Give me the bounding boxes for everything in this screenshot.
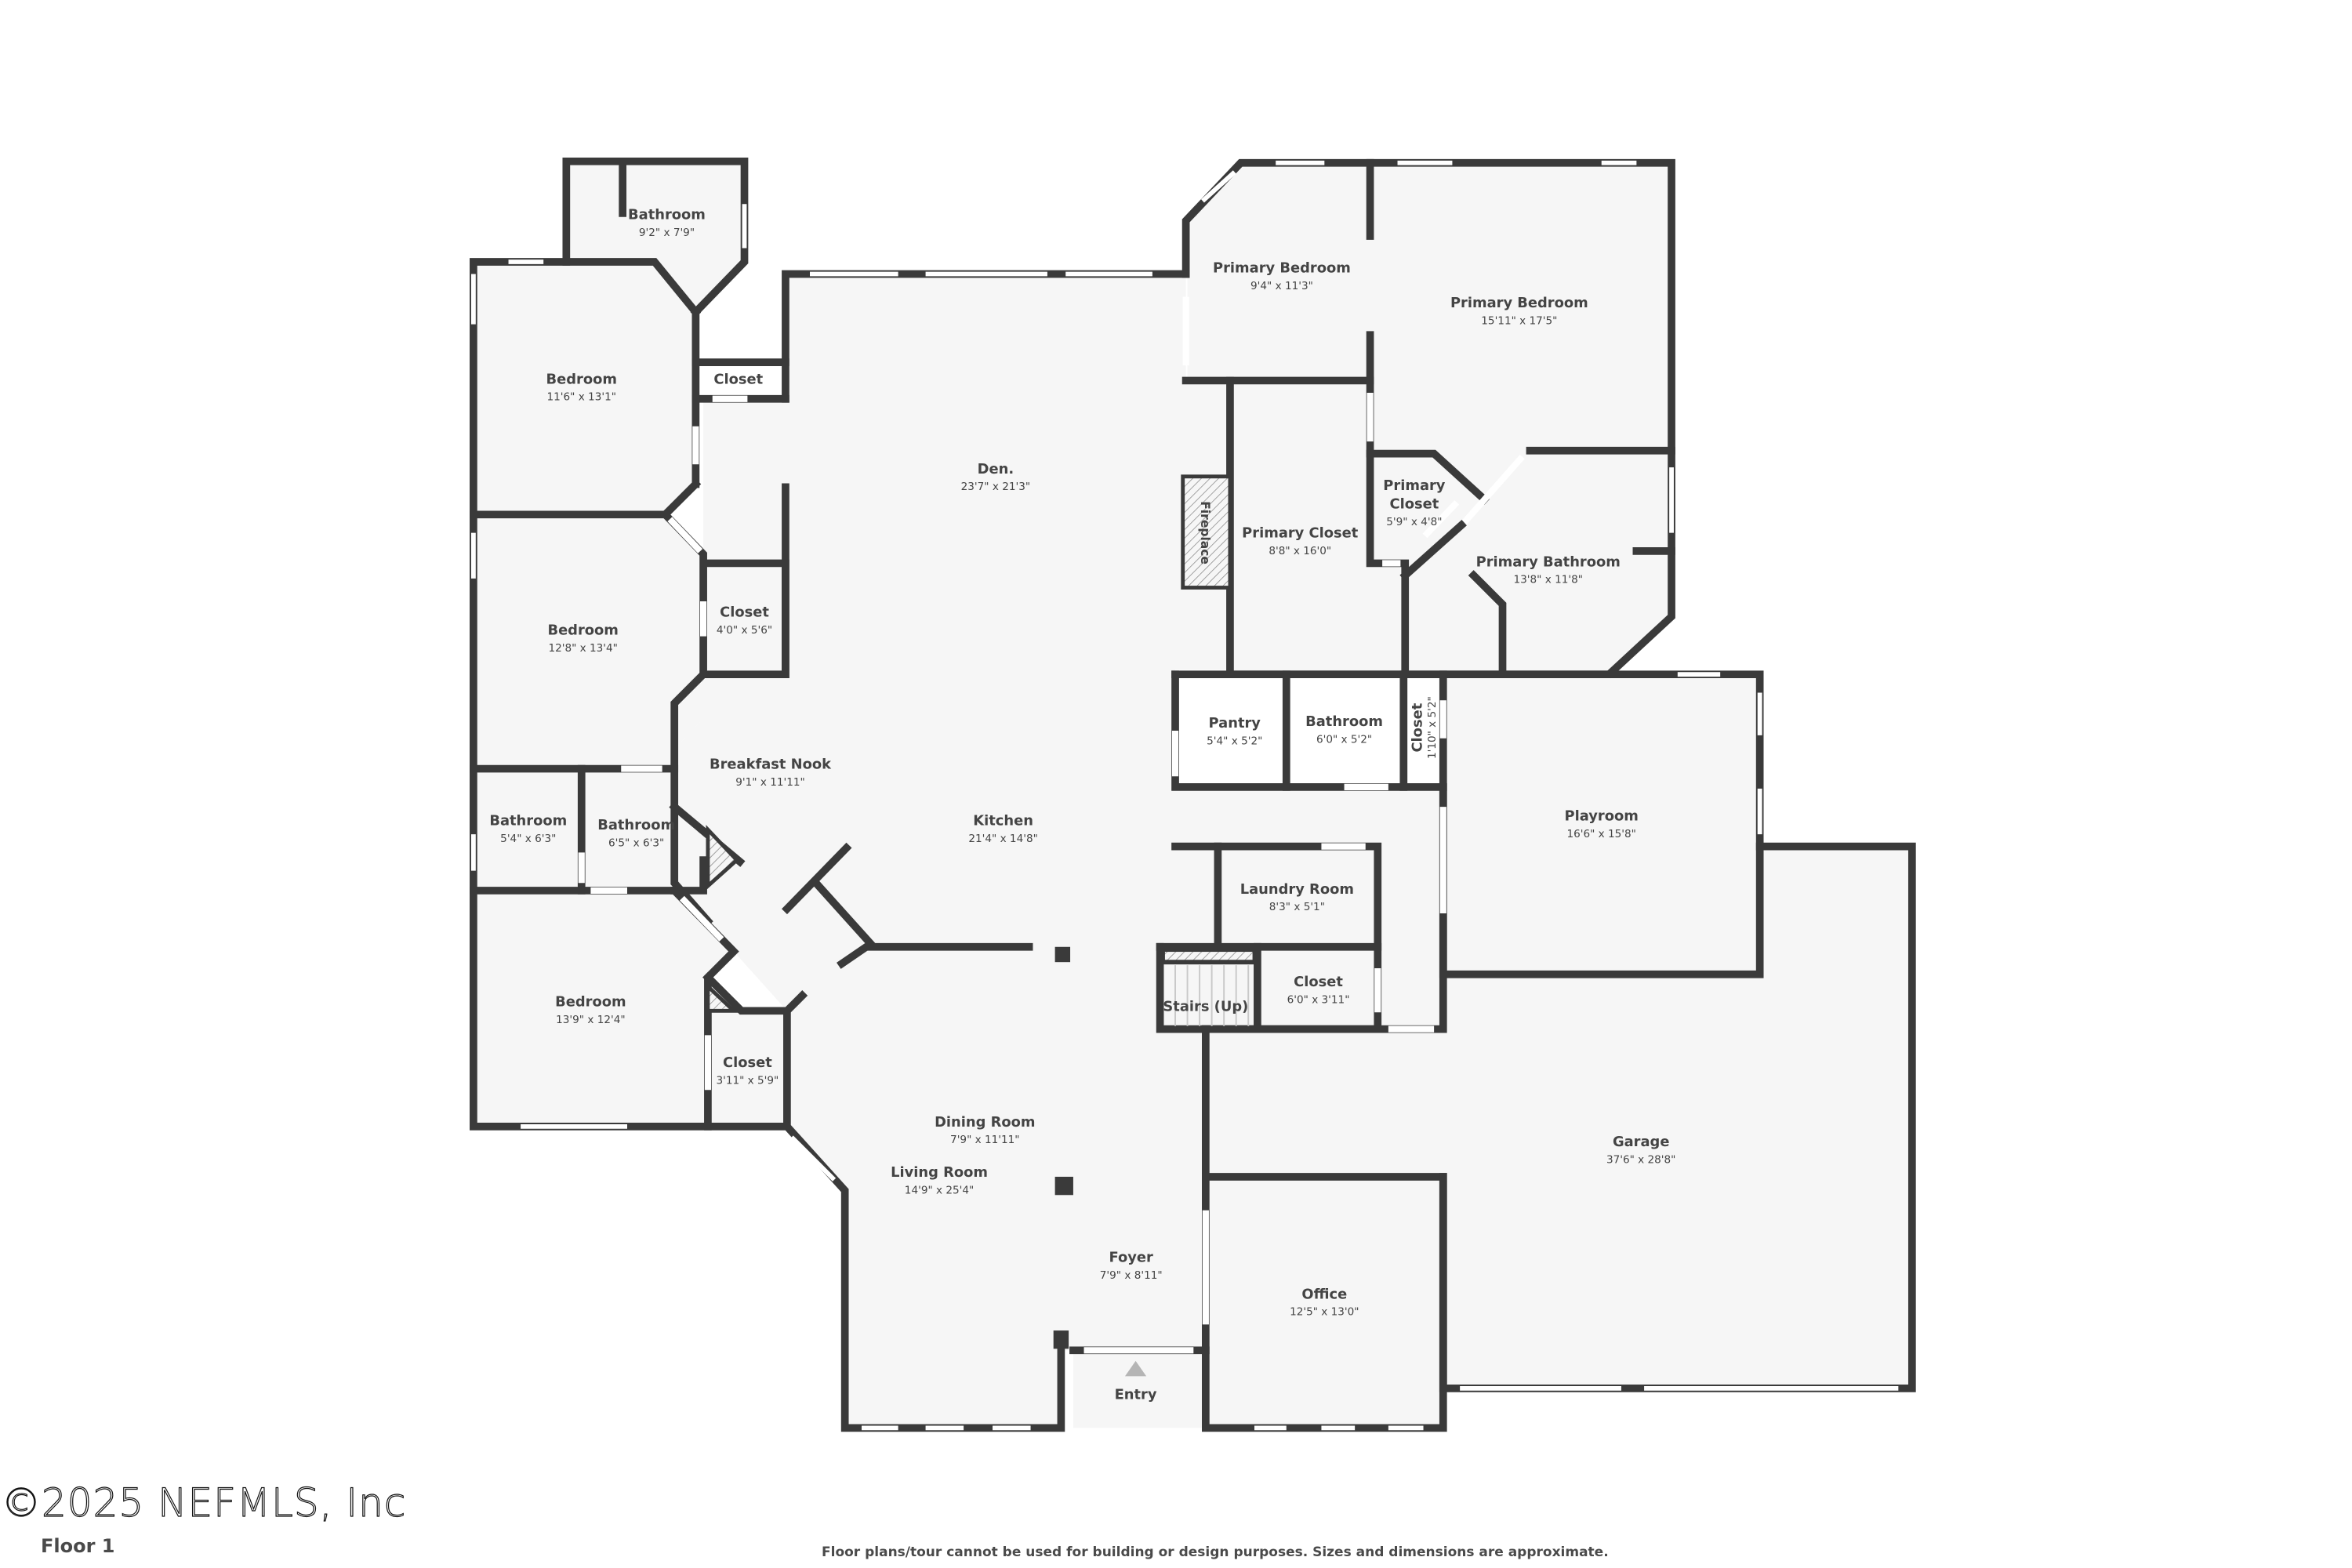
svg-text:Breakfast Nook: Breakfast Nook (710, 757, 832, 773)
room-bathroom-utility: Bathroom 6'0" x 5'2" (1305, 713, 1383, 746)
room-den: Den. 23'7" x 21'3" (961, 461, 1030, 493)
svg-text:Primary Bedroom: Primary Bedroom (1213, 260, 1351, 277)
doors (578, 296, 1525, 1354)
room-dining: Dining Room 7'9" x 11'11" (935, 1114, 1035, 1146)
svg-text:Closet: Closet (723, 1054, 772, 1071)
svg-text:6'5" x 6'3": 6'5" x 6'3" (608, 837, 664, 850)
svg-text:Primary Bedroom: Primary Bedroom (1450, 295, 1588, 311)
fireplace-label: Fireplace (1198, 501, 1212, 564)
svg-text:Kitchen: Kitchen (973, 812, 1033, 829)
svg-text:Living Room: Living Room (891, 1164, 988, 1181)
room-breakfast-nook: Breakfast Nook 9'1" x 11'11" (710, 757, 832, 789)
svg-text:Garage: Garage (1613, 1134, 1669, 1150)
svg-text:Bathroom: Bathroom (628, 207, 706, 223)
svg-text:Stairs (Up): Stairs (Up) (1163, 998, 1248, 1014)
svg-text:15'11" x 17'5": 15'11" x 17'5" (1481, 315, 1557, 328)
svg-text:7'9" x 11'11": 7'9" x 11'11" (950, 1134, 1019, 1146)
room-bathroom-left: Bathroom 5'4" x 6'3" (489, 812, 567, 844)
svg-text:Dining Room: Dining Room (935, 1114, 1035, 1131)
room-foyer: Foyer 7'9" x 8'11" (1100, 1250, 1163, 1282)
floor-label: Floor 1 (41, 1535, 115, 1557)
stairs (1157, 948, 1260, 1026)
room-kitchen: Kitchen 21'4" x 14'8" (968, 812, 1037, 844)
room-primary-bathroom: Primary Bathroom 13'8" x 11'8" (1476, 554, 1621, 586)
disclaimer-text: Floor plans/tour cannot be used for buil… (822, 1544, 1609, 1560)
svg-text:12'8" x 13'4": 12'8" x 13'4" (548, 642, 617, 655)
svg-text:5'4" x 5'2": 5'4" x 5'2" (1207, 735, 1262, 748)
svg-text:Foyer: Foyer (1109, 1250, 1154, 1266)
floor-fills (473, 161, 1912, 1428)
svg-text:5'9" x 4'8": 5'9" x 4'8" (1386, 516, 1442, 528)
svg-text:Bedroom: Bedroom (546, 371, 617, 387)
svg-text:12'5" x 13'0": 12'5" x 13'0" (1290, 1306, 1359, 1319)
room-bedroom-1: Bedroom 11'6" x 13'1" (546, 371, 617, 403)
svg-text:1'10" x 5'2": 1'10" x 5'2" (1426, 696, 1439, 759)
windows (470, 160, 1899, 1431)
room-primary-bedroom-small: Primary Bedroom 9'4" x 11'3" (1213, 260, 1351, 292)
room-laundry: Laundry Room 8'3" x 5'1" (1240, 881, 1354, 913)
svg-text:23'7" x 21'3": 23'7" x 21'3" (961, 481, 1030, 493)
svg-text:Primary Bathroom: Primary Bathroom (1476, 554, 1621, 570)
room-garage: Garage 37'6" x 28'8" (1606, 1134, 1675, 1166)
room-closet-bedroom-3: Closet 3'11" x 5'9" (716, 1054, 779, 1087)
svg-text:Closet: Closet (1294, 974, 1343, 990)
svg-text:6'0" x 3'11": 6'0" x 3'11" (1287, 994, 1350, 1007)
svg-text:9'1" x 11'11": 9'1" x 11'11" (735, 776, 804, 789)
room-pantry: Pantry 5'4" x 5'2" (1207, 715, 1262, 747)
svg-text:8'8" x 16'0": 8'8" x 16'0" (1269, 545, 1331, 557)
svg-text:11'6" x 13'1": 11'6" x 13'1" (547, 391, 616, 404)
svg-text:Closet: Closet (1389, 496, 1439, 513)
room-labels: Bathroom 9'2" x 7'9" Bedroom 11'6" x 13'1"… (489, 207, 1675, 1319)
svg-text:Bedroom: Bedroom (547, 622, 618, 639)
svg-text:Playroom: Playroom (1565, 808, 1639, 825)
copyright-watermark: ©2025 NEFMLS, Inc (1, 1479, 407, 1526)
room-playroom: Playroom 16'6" x 15'8" (1565, 808, 1639, 840)
svg-text:14'9" x 25'4": 14'9" x 25'4" (905, 1184, 974, 1196)
room-primary-bedroom-main: Primary Bedroom 15'11" x 17'5" (1450, 295, 1588, 327)
room-office: Office 12'5" x 13'0" (1290, 1286, 1359, 1318)
room-closet-stairs: Closet 6'0" x 3'11" (1287, 974, 1350, 1006)
svg-text:3'11" x 5'9": 3'11" x 5'9" (716, 1075, 779, 1087)
svg-text:5'4" x 6'3": 5'4" x 6'3" (500, 833, 556, 845)
svg-text:Primary: Primary (1383, 477, 1445, 494)
svg-text:Closet: Closet (720, 604, 769, 620)
svg-text:Closet: Closet (713, 371, 763, 387)
room-bathroom-top: Bathroom 9'2" x 7'9" (628, 207, 706, 239)
svg-text:13'8" x 11'8": 13'8" x 11'8" (1514, 574, 1583, 586)
svg-text:9'4" x 11'3": 9'4" x 11'3" (1250, 280, 1313, 292)
entry-arrow-icon (1124, 1360, 1147, 1377)
svg-text:Bedroom: Bedroom (555, 993, 626, 1010)
room-bathroom-right: Bathroom 6'5" x 6'3" (597, 817, 675, 849)
entry-label: Entry (1115, 1386, 1157, 1403)
svg-text:9'2" x 7'9": 9'2" x 7'9" (639, 227, 695, 239)
room-closet-den: Closet (713, 371, 763, 387)
svg-text:Bathroom: Bathroom (489, 812, 567, 829)
svg-text:16'6" x 15'8": 16'6" x 15'8" (1566, 828, 1635, 840)
svg-text:Office: Office (1301, 1286, 1347, 1302)
svg-text:Pantry: Pantry (1209, 715, 1261, 731)
svg-text:6'0" x 5'2": 6'0" x 5'2" (1316, 734, 1372, 746)
room-bedroom-2: Bedroom 12'8" x 13'4" (547, 622, 618, 655)
room-bedroom-3: Bedroom 13'9" x 12'4" (555, 993, 626, 1025)
room-closet-bedroom-2: Closet 4'0" x 5'6" (717, 604, 772, 636)
room-living: Living Room 14'9" x 25'4" (891, 1164, 988, 1196)
svg-text:Bathroom: Bathroom (1305, 713, 1383, 730)
svg-text:7'9" x 8'11": 7'9" x 8'11" (1100, 1269, 1163, 1282)
walls (470, 157, 1916, 1432)
svg-text:Closet: Closet (1410, 702, 1426, 752)
svg-text:13'9" x 12'4": 13'9" x 12'4" (556, 1014, 625, 1026)
svg-text:8'3" x 5'1": 8'3" x 5'1" (1269, 901, 1325, 913)
svg-text:Bathroom: Bathroom (597, 817, 675, 833)
svg-text:37'6" x 28'8": 37'6" x 28'8" (1606, 1153, 1675, 1166)
room-stairs: Stairs (Up) (1163, 998, 1248, 1014)
svg-text:Laundry Room: Laundry Room (1240, 881, 1354, 898)
svg-text:Den.: Den. (978, 461, 1014, 477)
room-primary-closet-large: Primary Closet 8'8" x 16'0" (1242, 524, 1359, 557)
svg-text:4'0" x 5'6": 4'0" x 5'6" (717, 624, 772, 637)
svg-text:21'4" x 14'8": 21'4" x 14'8" (968, 833, 1037, 845)
svg-text:Primary Closet: Primary Closet (1242, 524, 1359, 541)
